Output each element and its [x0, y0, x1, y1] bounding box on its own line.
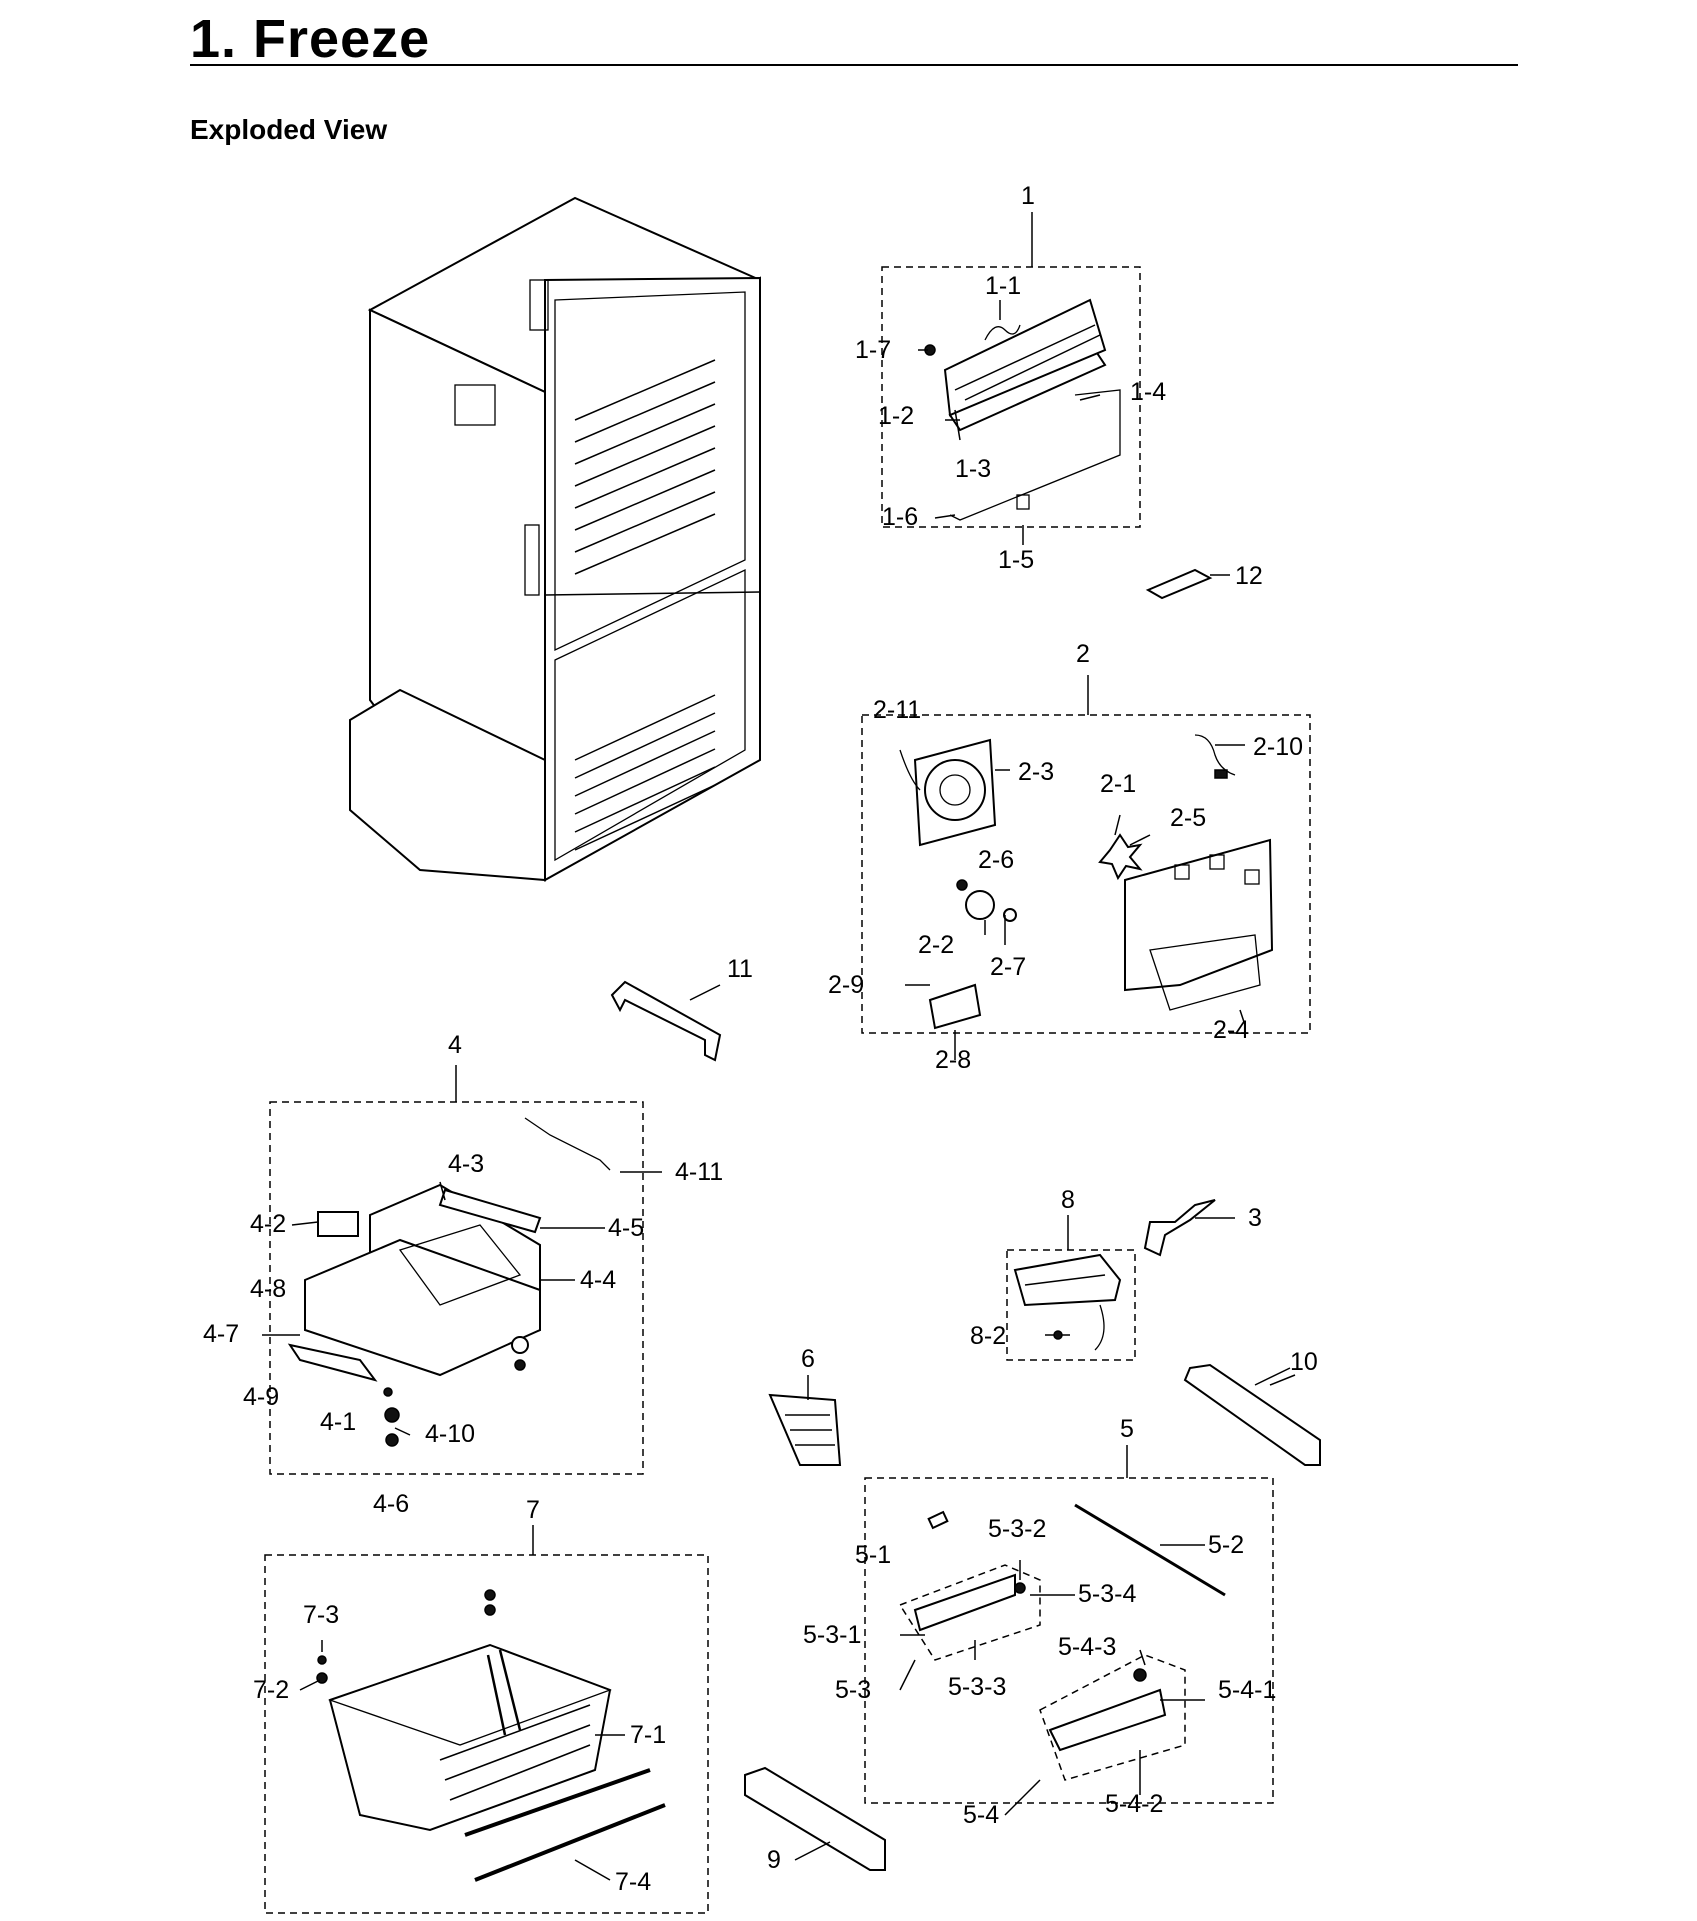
callout-4-11: 4-11 — [675, 1158, 723, 1186]
callout-6: 6 — [801, 1345, 815, 1373]
callout-5: 5 — [1120, 1415, 1134, 1443]
cabinet-shelf-lines — [574, 359, 716, 851]
callout-4-7: 4-7 — [203, 1320, 239, 1348]
part-11 — [610, 980, 722, 1062]
callout-4: 4 — [448, 1031, 462, 1059]
section-subtitle: Exploded View — [190, 114, 388, 145]
group-4-assembly — [269, 1065, 644, 1475]
callout-1-7: 1-7 — [855, 336, 891, 364]
callout-2-1: 2-1 — [1100, 770, 1136, 798]
callout-2-9: 2-9 — [828, 971, 864, 999]
leader-lines — [262, 300, 1296, 1816]
group-2-assembly — [861, 675, 1311, 1034]
callout-8: 8 — [1061, 1186, 1075, 1214]
callout-5-4-3: 5-4-3 — [1058, 1633, 1116, 1661]
callout-labels: 1 1-1 1-7 1-2 1-4 1-3 1-6 1-5 12 2 2-11 … — [203, 182, 1318, 1896]
callout-7-3: 7-3 — [303, 1601, 339, 1629]
callout-1-6: 1-6 — [882, 503, 918, 531]
part-10 — [1183, 1363, 1321, 1466]
callout-4-2: 4-2 — [250, 1210, 286, 1238]
callout-4-6: 4-6 — [373, 1490, 409, 1518]
group-8-assembly — [1006, 1215, 1136, 1361]
callout-4-3: 4-3 — [448, 1150, 484, 1178]
cabinet-illustration — [349, 196, 761, 882]
callout-5-4: 5-4 — [963, 1801, 999, 1829]
callout-3: 3 — [1248, 1204, 1262, 1232]
callout-12: 12 — [1235, 562, 1263, 590]
part-3 — [1143, 1199, 1216, 1257]
group-5-assembly — [864, 1445, 1274, 1804]
callout-5-3-4: 5-3-4 — [1078, 1580, 1136, 1608]
callout-1-5: 1-5 — [998, 546, 1034, 574]
callout-1-1: 1-1 — [985, 272, 1021, 300]
callout-5-3-3: 5-3-3 — [948, 1673, 1006, 1701]
group-1-assembly — [881, 212, 1141, 528]
callout-1-3: 1-3 — [955, 455, 991, 483]
callout-2-6: 2-6 — [978, 846, 1014, 874]
callout-8-2: 8-2 — [970, 1322, 1006, 1350]
part-6 — [768, 1375, 842, 1466]
callout-5-3: 5-3 — [835, 1676, 871, 1704]
callout-5-4-2: 5-4-2 — [1105, 1790, 1163, 1818]
callout-2-8: 2-8 — [935, 1046, 971, 1074]
callout-4-8: 4-8 — [250, 1275, 286, 1303]
callout-11: 11 — [727, 955, 753, 983]
title-underline — [190, 64, 1518, 66]
callout-4-5: 4-5 — [608, 1214, 644, 1242]
callout-4-10: 4-10 — [425, 1420, 475, 1448]
callout-7-1: 7-1 — [630, 1721, 666, 1749]
callout-7: 7 — [526, 1496, 540, 1524]
callout-7-4: 7-4 — [615, 1868, 651, 1896]
callout-10: 10 — [1290, 1348, 1318, 1376]
page-title: 1. Freeze — [190, 9, 431, 69]
callout-2-5: 2-5 — [1170, 804, 1206, 832]
callout-2-11: 2-11 — [873, 696, 921, 724]
part-12 — [1145, 568, 1230, 600]
callout-2-4: 2-4 — [1213, 1016, 1249, 1044]
callout-5-3-1: 5-3-1 — [803, 1621, 861, 1649]
callout-4-4: 4-4 — [580, 1266, 616, 1294]
callout-1-2: 1-2 — [878, 402, 914, 430]
callout-1: 1 — [1021, 182, 1035, 210]
callout-2: 2 — [1076, 640, 1090, 668]
callout-9: 9 — [767, 1846, 781, 1874]
callout-2-3: 2-3 — [1018, 758, 1054, 786]
callout-1-4: 1-4 — [1130, 378, 1166, 406]
callout-5-1: 5-1 — [855, 1541, 891, 1569]
group-7-assembly — [264, 1525, 709, 1914]
callout-4-9: 4-9 — [243, 1383, 279, 1411]
callout-4-1: 4-1 — [320, 1408, 356, 1436]
callout-2-2: 2-2 — [918, 931, 954, 959]
part-9 — [744, 1766, 886, 1871]
callout-5-3-2: 5-3-2 — [988, 1515, 1046, 1543]
callout-5-4-1: 5-4-1 — [1218, 1676, 1276, 1704]
callout-2-10: 2-10 — [1253, 733, 1303, 761]
callout-7-2: 7-2 — [253, 1676, 289, 1704]
callout-2-7: 2-7 — [990, 953, 1026, 981]
callout-5-2: 5-2 — [1208, 1531, 1244, 1559]
